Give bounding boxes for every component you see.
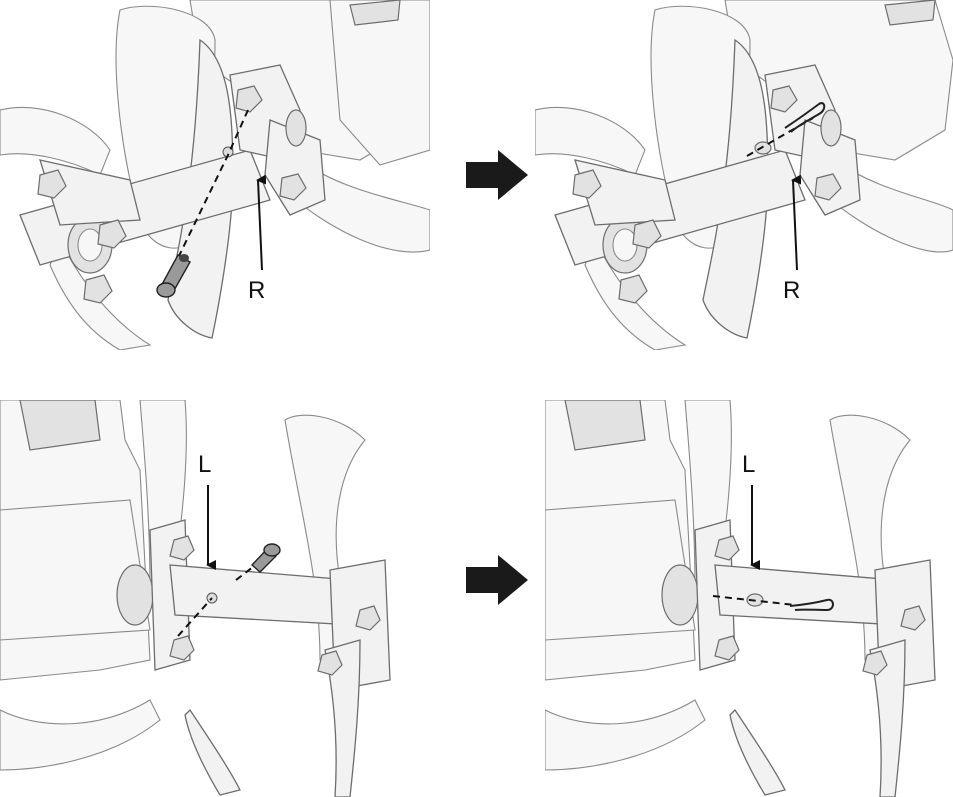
step-arrow-icon [466, 555, 528, 605]
callout-label-l: L [198, 451, 211, 478]
tine-assembly-illustration: R [535, 0, 953, 350]
tine-assembly-illustration: R [0, 0, 430, 350]
callout-label-r: R [783, 277, 800, 304]
panel-right-tine-after: R [535, 0, 953, 350]
tine-assembly-illustration: L [545, 400, 953, 797]
callout-label-l: L [742, 451, 755, 478]
step-arrow-icon [466, 150, 528, 200]
panel-left-tine-before: L [0, 400, 440, 797]
panel-left-tine-after: L [545, 400, 953, 797]
tine-assembly-illustration: L [0, 400, 440, 797]
panel-right-tine-before: R [0, 0, 430, 350]
callout-label-r: R [248, 277, 265, 304]
